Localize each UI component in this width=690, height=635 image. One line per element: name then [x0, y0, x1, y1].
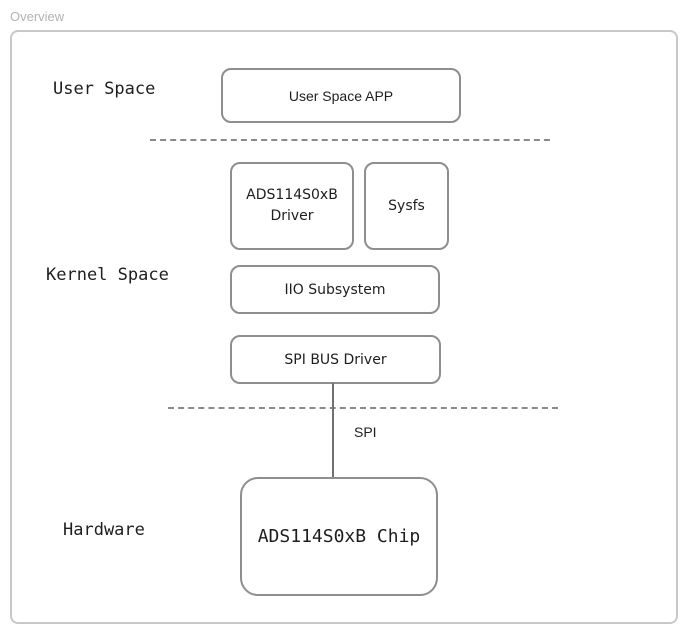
spi-bus-driver-label: SPI BUS Driver — [284, 351, 387, 368]
iio-subsystem-label: IIO Subsystem — [284, 281, 386, 298]
sysfs-box[interactable]: Sysfs — [364, 162, 449, 250]
user-space-app-label: User Space APP — [288, 87, 394, 104]
spi-connection-line — [332, 383, 334, 478]
ads-driver-box[interactable]: ADS114S0xB Driver — [230, 162, 354, 250]
sysfs-label: Sysfs — [388, 198, 425, 214]
spi-connection-label: SPI — [354, 424, 377, 440]
user-kernel-separator — [150, 139, 550, 141]
layer-label-hardware: Hardware — [63, 520, 145, 540]
iio-subsystem-box[interactable]: IIO Subsystem — [230, 265, 440, 314]
kernel-hardware-separator — [168, 407, 558, 409]
user-space-app-box[interactable]: User Space APP — [221, 68, 461, 123]
spi-bus-driver-box[interactable]: SPI BUS Driver — [230, 335, 441, 384]
chip-label: ADS114S0xB Chip — [257, 526, 421, 547]
frame-title: Overview — [10, 9, 65, 24]
ads-driver-label-line2: Driver — [270, 208, 314, 224]
layer-label-user-space: User Space — [53, 79, 156, 99]
overview-frame — [10, 30, 678, 624]
chip-box[interactable]: ADS114S0xB Chip — [240, 477, 438, 596]
ads-driver-label-line1: ADS114S0xB — [246, 187, 338, 203]
layer-label-kernel-space: Kernel Space — [46, 265, 169, 285]
